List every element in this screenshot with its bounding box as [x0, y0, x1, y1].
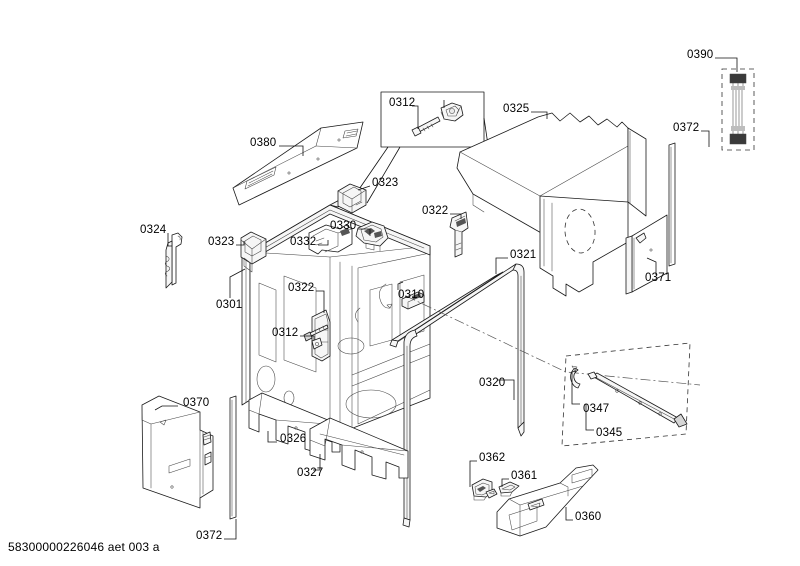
part-0380-top-cover-plate — [232, 121, 364, 206]
detail-box-0345 — [405, 295, 701, 447]
callout-0312-box: 0312 — [389, 97, 416, 109]
callout-0310: 0310 — [398, 289, 425, 301]
callout-0324: 0324 — [140, 224, 167, 236]
leader-0325 — [531, 111, 548, 119]
leader-0362 — [469, 460, 477, 487]
callout-0321: 0321 — [510, 249, 537, 261]
leader-0345 — [585, 404, 594, 431]
leader-0360 — [565, 507, 573, 521]
callout-0372-bottom: 0372 — [196, 530, 223, 542]
leader-0361 — [501, 478, 509, 487]
callout-0327: 0327 — [297, 467, 324, 479]
part-0345-tension-rod — [587, 371, 688, 428]
callout-0323-top: 0323 — [372, 177, 399, 189]
callout-0380: 0380 — [250, 137, 277, 149]
leader-0322-lower — [316, 290, 325, 313]
callout-0326: 0326 — [280, 433, 307, 445]
callout-0301: 0301 — [216, 299, 243, 311]
leader-0301 — [229, 268, 246, 298]
part-0360-base-tray — [496, 464, 599, 537]
callout-0312-left: 0312 — [272, 327, 299, 339]
part-0323-corner-bracket-rear — [337, 183, 367, 214]
part-0371-side-panel — [625, 214, 668, 295]
callout-0323-left: 0323 — [208, 236, 235, 248]
part-0323-corner-bracket-front — [240, 231, 267, 273]
part-0390-ribbon-cable — [721, 68, 755, 151]
callout-0325: 0325 — [503, 103, 530, 115]
leader-0323-left — [236, 241, 245, 246]
part-0312-screw — [303, 324, 329, 342]
callout-0370: 0370 — [183, 397, 210, 409]
part-0327-base-frame-front — [309, 417, 409, 480]
callout-0330: 0330 — [330, 220, 357, 232]
leader-0312-left — [300, 335, 315, 340]
part-0372-trim-left — [229, 395, 237, 520]
leader-0347 — [571, 370, 580, 405]
callout-0322-upper: 0322 — [422, 205, 449, 217]
callout-0332: 0332 — [290, 236, 317, 248]
part-0347-spring-clip — [570, 365, 581, 389]
callout-0322-lower: 0322 — [288, 282, 315, 294]
part-0372-trim-right — [668, 142, 676, 267]
part-0370-side-panel-left — [141, 395, 214, 509]
leader-0372-top — [701, 130, 710, 147]
leader-0324 — [167, 233, 172, 247]
callout-0347: 0347 — [583, 403, 610, 415]
callout-0361: 0361 — [511, 470, 538, 482]
leader-0380 — [279, 145, 304, 156]
leader-lines — [154, 57, 738, 540]
leader-0370 — [154, 405, 178, 411]
part-0361-foot-pad — [498, 481, 520, 497]
document-footer-code: 58300000226046 aet 003 a — [8, 540, 160, 554]
callout-0372-top: 0372 — [673, 122, 700, 134]
leader-0332 — [318, 240, 329, 246]
part-0332-lock-cover-plate — [308, 224, 353, 255]
part-0324-latch-pin — [164, 232, 183, 289]
callout-0345: 0345 — [596, 427, 623, 439]
callout-0390: 0390 — [687, 49, 714, 61]
leader-0372-bottom — [224, 519, 237, 540]
leader-0321 — [495, 257, 508, 274]
leader-0330 — [358, 228, 371, 236]
part-0310-inlet-fitting — [379, 283, 425, 310]
callout-0362: 0362 — [479, 452, 506, 464]
leader-0323-top — [357, 185, 371, 191]
callout-0360: 0360 — [575, 511, 602, 523]
part-0362-foot-adjuster — [471, 478, 498, 501]
part-0322-hinge-bracket-upper — [449, 211, 469, 258]
part-0325-insulation-wrap — [456, 112, 647, 297]
callout-0371: 0371 — [645, 272, 672, 284]
leader-0327 — [313, 454, 321, 471]
part-0330-door-lock-module — [355, 221, 389, 252]
part-0322-hinge-bracket-lower — [311, 309, 331, 362]
leader-0322-upper — [450, 213, 462, 219]
leader-0390 — [715, 57, 738, 72]
leader-0326 — [267, 431, 277, 443]
leader-0371 — [646, 257, 657, 275]
leader-0320 — [497, 379, 515, 400]
part-0320-drain-hose-loop — [402, 263, 525, 528]
leader-0310 — [397, 281, 404, 290]
callout-0320: 0320 — [479, 377, 506, 389]
